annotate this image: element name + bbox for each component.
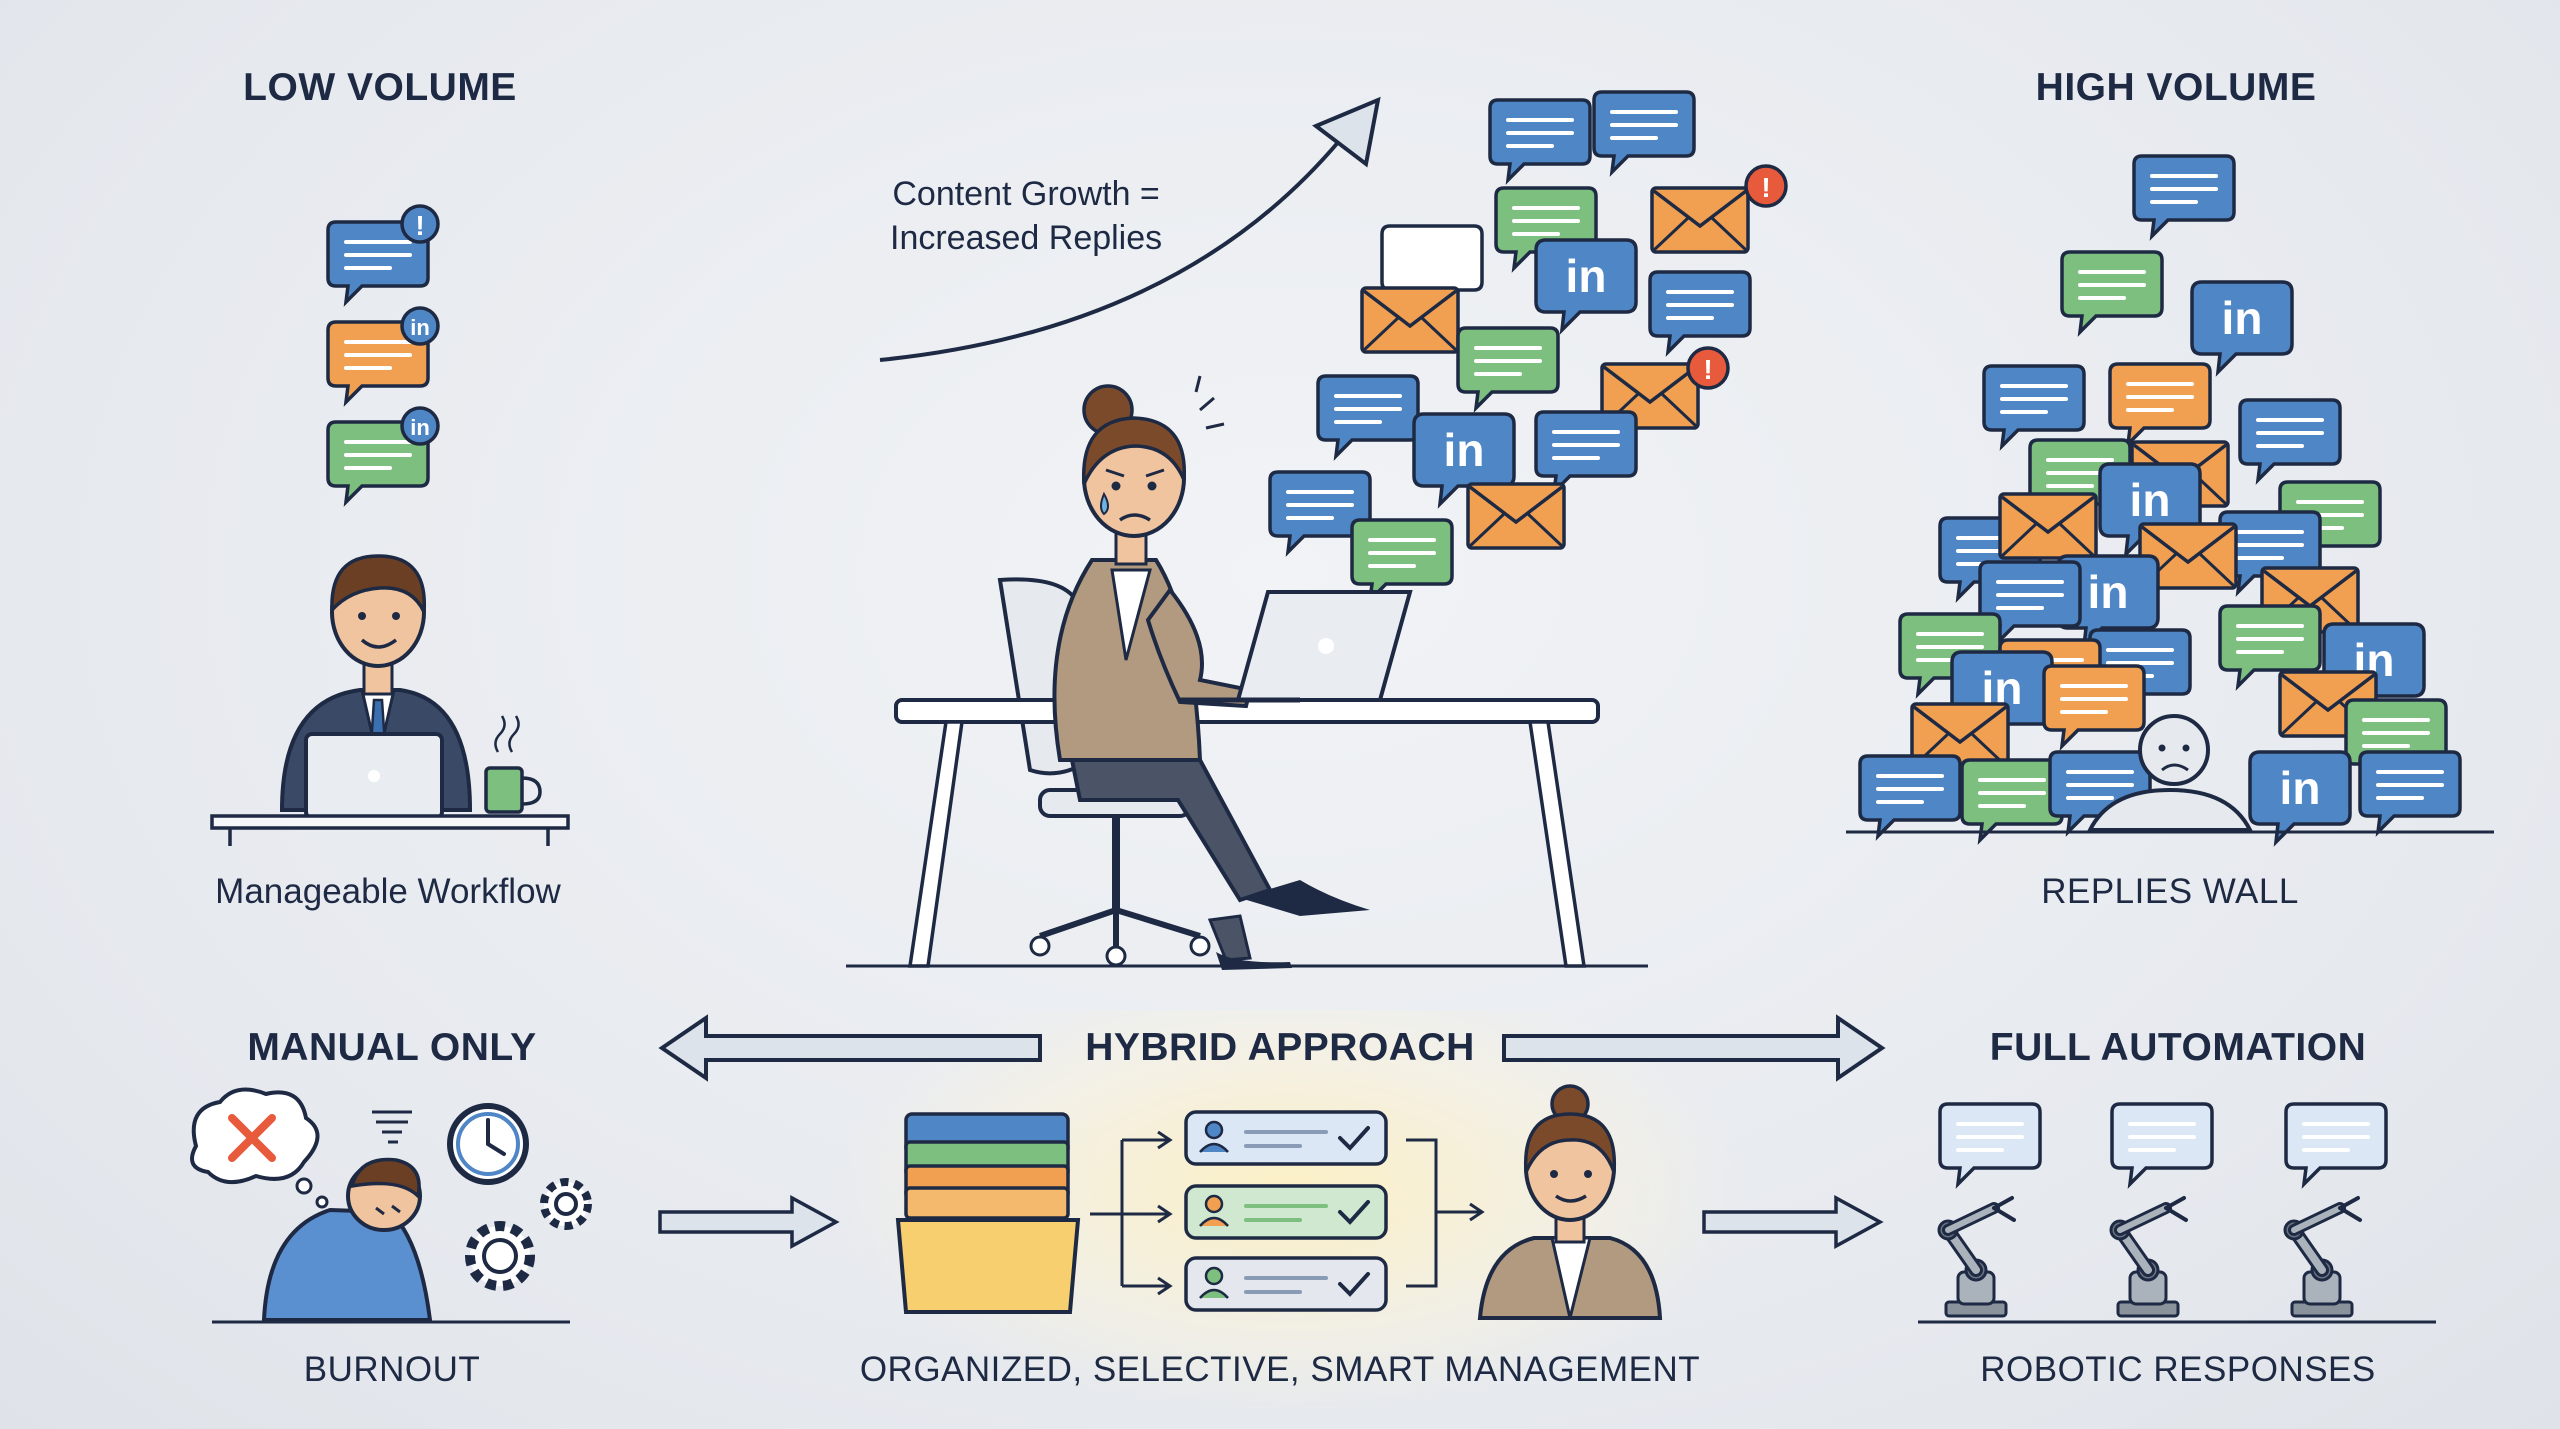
alert-badge-text: ! bbox=[415, 210, 424, 241]
hybrid-illustration bbox=[658, 1084, 1663, 1320]
high-volume-caption: REPLIES WALL bbox=[2041, 872, 2299, 911]
svg-text:!: ! bbox=[1761, 172, 1770, 203]
manual-only-heading: MANUAL ONLY bbox=[247, 1026, 537, 1069]
full-automation-heading: FULL AUTOMATION bbox=[1989, 1026, 2367, 1069]
replies-wall bbox=[1846, 154, 2494, 844]
growth-line-1: Content Growth = bbox=[892, 175, 1160, 213]
coffee-mug-icon bbox=[484, 766, 524, 814]
growth-line-2: Increased Replies bbox=[890, 219, 1163, 257]
robot-arm-icon bbox=[2285, 1198, 2360, 1316]
linkedin-badge-text: in bbox=[410, 415, 430, 440]
low-volume-bubbles: ! in in bbox=[326, 204, 440, 504]
linkedin-badge-icon bbox=[400, 306, 440, 346]
contact-card-green bbox=[1184, 1184, 1388, 1240]
growth-arrow-head bbox=[1312, 96, 1381, 168]
growth-arrow bbox=[879, 138, 1342, 362]
tornado-icon bbox=[372, 1110, 412, 1144]
stressed-worker bbox=[846, 375, 1648, 970]
burnout-caption: BURNOUT bbox=[303, 1350, 481, 1389]
arrow-right-icon bbox=[1502, 1014, 1886, 1082]
automation-illustration bbox=[1702, 1102, 2436, 1324]
high-volume-heading: HIGH VOLUME bbox=[2035, 66, 2317, 109]
contact-card-grey bbox=[1184, 1256, 1388, 1312]
message-flood: ! ! bbox=[1268, 90, 1788, 602]
low-volume-caption: Manageable Workflow bbox=[215, 872, 561, 911]
robot-arm-icon bbox=[1939, 1198, 2014, 1316]
arrow-left-icon bbox=[658, 1014, 1042, 1082]
alert-badge-icon bbox=[400, 204, 440, 244]
calm-worker bbox=[210, 554, 570, 846]
low-volume-heading: LOW VOLUME bbox=[243, 66, 517, 109]
x-mark-icon bbox=[228, 1114, 276, 1162]
robot-arm-icon bbox=[2111, 1198, 2186, 1316]
svg-text:!: ! bbox=[1703, 354, 1712, 385]
arrow-right-icon bbox=[658, 1195, 840, 1249]
folder-icon bbox=[895, 1112, 1081, 1314]
hybrid-approach-heading: HYBRID APPROACH bbox=[1085, 1026, 1475, 1069]
linkedin-badge-text: in bbox=[410, 315, 430, 340]
smart-management-caption: ORGANIZED, SELECTIVE, SMART MANAGEMENT bbox=[859, 1350, 1701, 1389]
spectrum-arrow bbox=[658, 1014, 1886, 1082]
burnout-illustration bbox=[190, 1087, 592, 1324]
contact-card-blue bbox=[1184, 1110, 1388, 1166]
robotic-responses-caption: ROBOTIC RESPONSES bbox=[1980, 1350, 2376, 1389]
growth-label: Content Growth = Increased Replies bbox=[890, 172, 1162, 260]
linkedin-badge-icon bbox=[400, 406, 440, 446]
arrow-right-icon bbox=[1702, 1195, 1884, 1249]
